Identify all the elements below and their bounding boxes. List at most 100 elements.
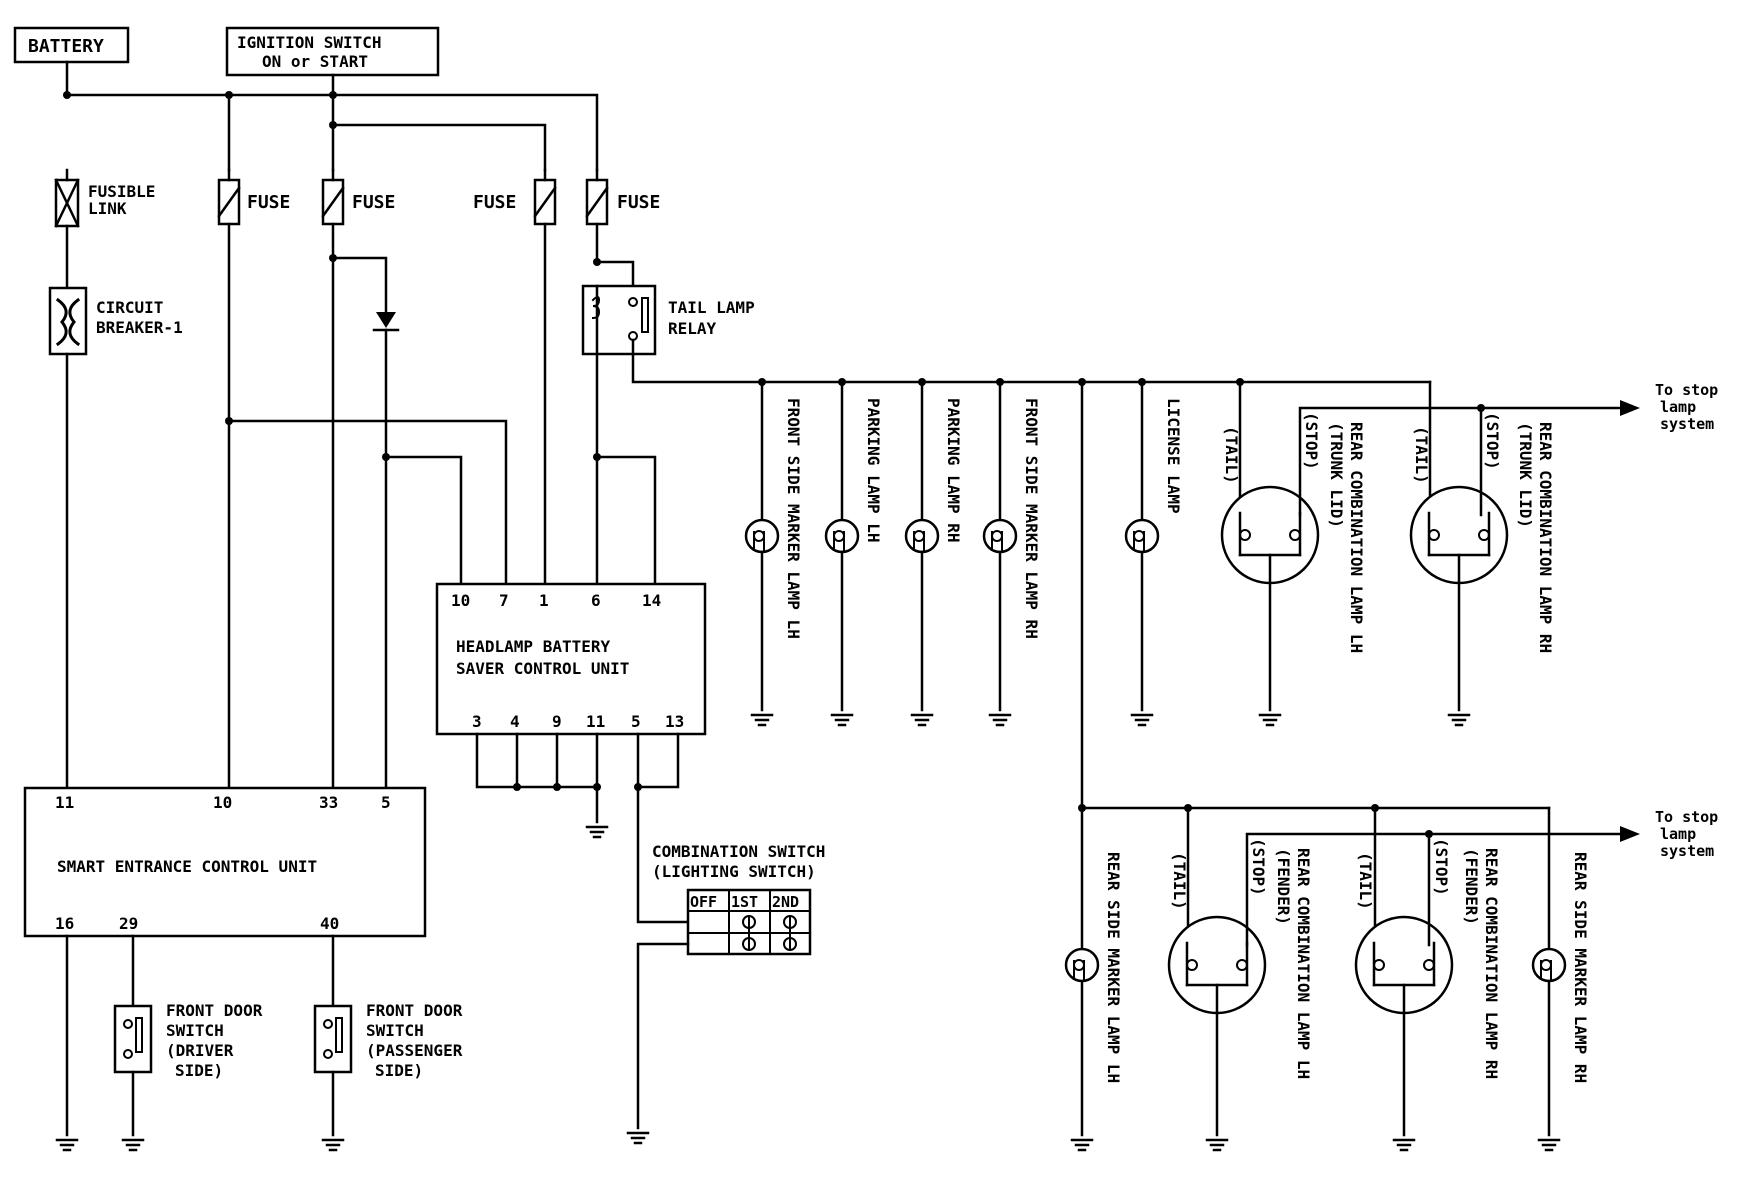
rcl-rh-label: REAR COMBINATION LAMP RH (1536, 422, 1555, 653)
to-stop-upper-2: lamp (1660, 398, 1696, 416)
rcl-rh-trunk-label: (TRUNK LID) (1516, 422, 1535, 528)
fuse-1-label: FUSE (247, 192, 290, 213)
front-side-marker-lh-label: FRONT SIDE MARKER LAMP LH (784, 398, 803, 639)
sec-pin-11: 11 (55, 793, 74, 812)
rear-combination-lamp-lh-fender: (TAIL) (STOP) REAR COMBINATION LAMP LH (… (1167, 806, 1431, 1152)
parking-lamp-rh-label: PARKING LAMP RH (944, 398, 963, 543)
rcl-lh-tail-label: (TAIL) (1222, 426, 1241, 484)
fuse-4-label: FUSE (617, 192, 660, 213)
rcl-lh-label: REAR COMBINATION LAMP LH (1347, 422, 1366, 653)
combo-pos-1st: 1ST (731, 893, 758, 911)
combination-switch: COMBINATION SWITCH (LIGHTING SWITCH) OFF… (652, 842, 825, 956)
circuit-breaker-label-2: BREAKER-1 (96, 318, 183, 337)
fuse-3: FUSE (473, 178, 557, 226)
rcl-fender-lh-fender-label: (FENDER) (1274, 848, 1293, 925)
sec-pin-5: 5 (381, 793, 391, 812)
ignition-label-1: IGNITION SWITCH (237, 33, 382, 52)
fuse-2: FUSE (321, 178, 395, 226)
license-lamp-label: LICENSE LAMP (1164, 398, 1183, 514)
rear-side-marker-rh-label: REAR SIDE MARKER LAMP RH (1571, 852, 1590, 1083)
headlamp-battery-saver-unit: 10 7 1 6 14 HEADLAMP BATTERY SAVER CONTR… (435, 582, 707, 736)
hl-pin-9: 9 (552, 712, 562, 731)
rear-combination-lamp-rh-trunk: (TAIL) (STOP) REAR COMBINATION LAMP RH (… (1409, 380, 1555, 727)
door-pass-label-2: SWITCH (366, 1021, 424, 1040)
rcl-fender-rh-label: REAR COMBINATION LAMP RH (1482, 848, 1501, 1079)
door-pass-label-1: FRONT DOOR (366, 1001, 463, 1020)
front-side-marker-rh-label: FRONT SIDE MARKER LAMP RH (1022, 398, 1041, 639)
to-stop-lower-3: system (1660, 842, 1714, 860)
hl-pin-4: 4 (510, 712, 520, 731)
door-pass-label-3: (PASSENGER (366, 1041, 463, 1060)
front-side-marker-lamp-lh: FRONT SIDE MARKER LAMP LH (744, 380, 803, 727)
door-driver-label-4: SIDE) (175, 1061, 223, 1080)
hl-pin-6: 6 (591, 591, 601, 610)
parking-lamp-rh: PARKING LAMP RH (904, 380, 963, 727)
relay-label-2: RELAY (668, 319, 717, 338)
sec-pin-40: 40 (320, 914, 339, 933)
sec-pin-16: 16 (55, 914, 74, 933)
relay-label-1: TAIL LAMP (668, 298, 755, 317)
rear-side-marker-lamp-lh: REAR SIDE MARKER LAMP LH (1064, 852, 1123, 1152)
sec-pin-29: 29 (119, 914, 138, 933)
rear-side-marker-lamp-rh: REAR SIDE MARKER LAMP RH (1531, 806, 1590, 1152)
sec-label: SMART ENTRANCE CONTROL UNIT (57, 857, 317, 876)
sec-pin-33: 33 (319, 793, 338, 812)
rcl-rh-tail-label: (TAIL) (1412, 426, 1431, 484)
rcl-fender-rh-fender-label: (FENDER) (1462, 848, 1481, 925)
tail-lamp-relay: TAIL LAMP RELAY (581, 284, 755, 356)
smart-entrance-control-unit: 11 10 33 5 SMART ENTRANCE CONTROL UNIT 1… (23, 786, 427, 938)
fusible-link: FUSIBLE LINK (54, 168, 155, 228)
to-stop-upper-3: system (1660, 415, 1714, 433)
sec-pin-10: 10 (213, 793, 232, 812)
hl-pin-5: 5 (631, 712, 641, 731)
fuse-2-label: FUSE (352, 192, 395, 213)
license-lamp: LICENSE LAMP (1124, 380, 1183, 727)
door-pass-label-4: SIDE) (375, 1061, 423, 1080)
hl-unit-label-2: SAVER CONTROL UNIT (456, 659, 629, 678)
to-stop-upper-1: To stop (1655, 381, 1718, 399)
parking-lamp-lh: PARKING LAMP LH (824, 380, 883, 727)
ignition-label-2: ON or START (262, 52, 368, 71)
arrow-right-icon (1620, 826, 1640, 842)
rcl-fender-lh-stop-label: (STOP) (1249, 838, 1268, 896)
hl-pin-14: 14 (642, 591, 661, 610)
rcl-fender-rh-stop-label: (STOP) (1432, 838, 1451, 896)
to-stop-lower-1: To stop (1655, 808, 1718, 826)
to-stop-lower-2: lamp (1660, 825, 1696, 843)
hl-pin-11: 11 (586, 712, 605, 731)
parking-lamp-lh-label: PARKING LAMP LH (864, 398, 883, 543)
door-driver-label-1: FRONT DOOR (166, 1001, 263, 1020)
fuse-4: FUSE (585, 178, 660, 226)
hl-pin-3: 3 (472, 712, 482, 731)
rear-side-marker-lh-label: REAR SIDE MARKER LAMP LH (1104, 852, 1123, 1083)
ignition-switch-box: IGNITION SWITCH ON or START (225, 26, 440, 77)
hl-unit-label-1: HEADLAMP BATTERY (456, 637, 610, 656)
battery-box: BATTERY (13, 26, 130, 64)
fuse-1: FUSE (217, 178, 290, 226)
diode (372, 312, 400, 332)
circuit-breaker-label-1: CIRCUIT (96, 298, 163, 317)
fusible-link-label-1: FUSIBLE (88, 182, 155, 201)
circuit-breaker: CIRCUIT BREAKER-1 (48, 224, 183, 356)
rcl-lh-stop-label: (STOP) (1302, 412, 1321, 470)
rcl-fender-lh-label: REAR COMBINATION LAMP LH (1294, 848, 1313, 1079)
fuse-3-label: FUSE (473, 192, 516, 213)
rcl-lh-trunk-label: (TRUNK LID) (1327, 422, 1346, 528)
hl-pin-1: 1 (539, 591, 549, 610)
front-door-switch-passenger: FRONT DOOR SWITCH (PASSENGER SIDE) (313, 1001, 463, 1080)
door-driver-label-2: SWITCH (166, 1021, 224, 1040)
rear-combination-lamp-rh-fender: (TAIL) (STOP) REAR COMBINATION LAMP RH (… (1354, 806, 1501, 1152)
rcl-rh-stop-label: (STOP) (1483, 412, 1502, 470)
front-door-switch-driver: FRONT DOOR SWITCH (DRIVER SIDE) (113, 1001, 263, 1080)
combo-switch-label-2: (LIGHTING SWITCH) (652, 862, 816, 881)
rcl-fender-lh-tail-label: (TAIL) (1170, 852, 1189, 910)
rear-combination-lamp-lh-trunk: (TAIL) (STOP) REAR COMBINATION LAMP LH (… (1220, 380, 1483, 727)
hl-pin-10: 10 (451, 591, 470, 610)
combo-pos-off: OFF (690, 893, 717, 911)
hl-pin-13: 13 (665, 712, 684, 731)
rcl-fender-rh-tail-label: (TAIL) (1356, 852, 1375, 910)
combo-pos-2nd: 2ND (772, 893, 799, 911)
fusible-link-label-2: LINK (88, 199, 127, 218)
combo-switch-label-1: COMBINATION SWITCH (652, 842, 825, 861)
